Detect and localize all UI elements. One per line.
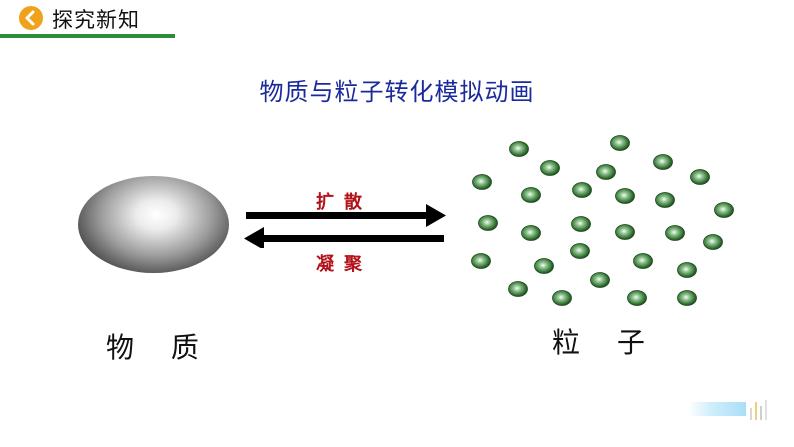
particle [615,224,635,240]
particle-label: 粒 子 [552,326,659,359]
matter-blob [78,176,229,273]
particle [534,258,554,274]
particle [665,225,685,241]
diffusion-label: 扩散 [316,192,372,213]
particle [478,215,498,231]
particle [552,290,572,306]
header-underline [0,34,175,38]
particle [471,253,491,269]
particle [521,225,541,241]
particle [610,135,630,151]
particle [627,290,647,306]
particle [653,154,673,170]
corner-decoration [688,400,767,420]
particle [572,182,592,198]
particle [590,272,610,288]
chevron-left-icon [25,10,35,26]
particle [714,202,734,218]
particle [509,141,529,157]
section-header: 探究新知 [0,0,175,40]
particle [655,192,675,208]
particle [571,216,591,232]
forward-arrow [246,204,446,227]
particle [633,253,653,269]
particle [677,262,697,278]
page-title: 物质与粒子转化模拟动画 [259,78,535,106]
matter-label: 物 质 [106,331,213,364]
particle [596,164,616,180]
back-chevron-button[interactable] [19,6,43,30]
particle [472,174,492,190]
particle [677,290,697,306]
backward-arrow [244,227,444,248]
particle [570,243,590,259]
particle [703,234,723,250]
particle [615,188,635,204]
conversion-arrows [244,204,446,248]
particle [540,160,560,176]
particle [521,187,541,203]
section-title: 探究新知 [52,8,140,32]
particle [690,169,710,185]
condensation-label: 凝聚 [316,254,372,275]
particle [508,281,528,297]
